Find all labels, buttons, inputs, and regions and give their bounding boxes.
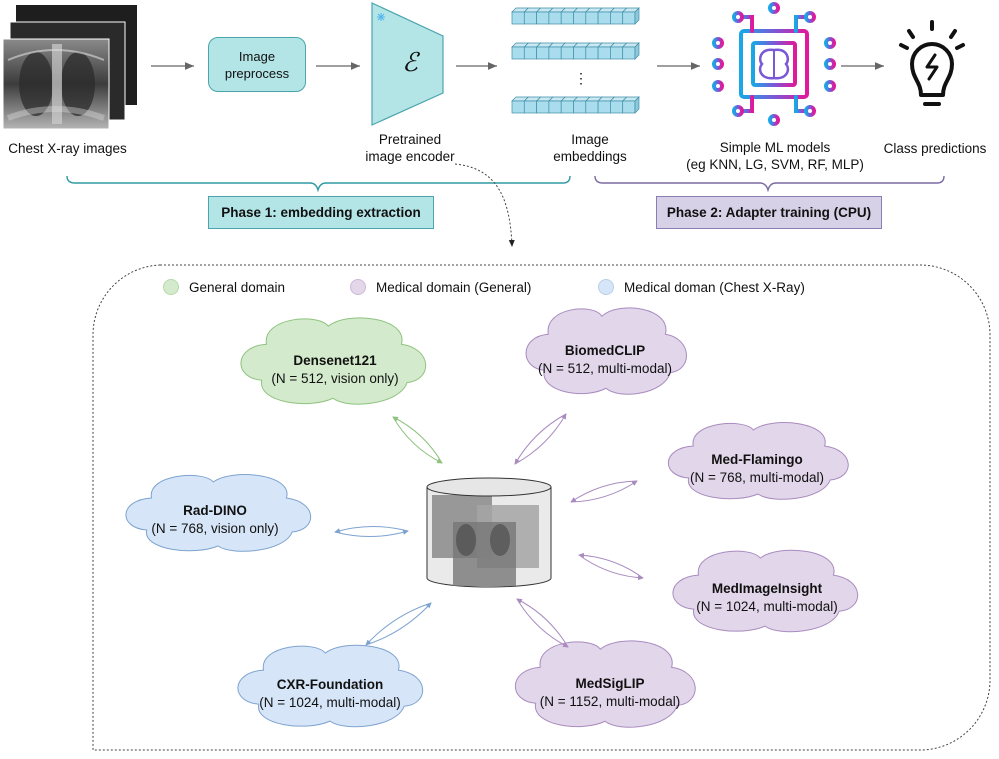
preprocess-label-1: Image bbox=[238, 48, 276, 64]
model-med-flamingo: Med-Flamingo (N = 768, multi-modal) bbox=[662, 451, 852, 487]
encoder-options-container bbox=[92, 264, 991, 751]
model-name: BiomedCLIP bbox=[564, 343, 646, 358]
arc-med-flamingo bbox=[570, 480, 638, 503]
legend-dot-icon bbox=[350, 279, 366, 295]
encoder-label-2: image encoder bbox=[365, 149, 455, 164]
xray-images-icon bbox=[2, 5, 137, 130]
arc-rad-dino bbox=[334, 526, 409, 537]
legend-dot-icon bbox=[598, 279, 614, 295]
legend-dot-icon bbox=[163, 279, 179, 295]
cloud-med-flamingo bbox=[667, 422, 849, 500]
database-icon bbox=[426, 477, 552, 588]
model-name: Med-Flamingo bbox=[711, 452, 803, 467]
model-densenet121: Densenet121 (N = 512, vision only) bbox=[240, 352, 430, 388]
model-detail: (N = 768, multi-modal) bbox=[690, 470, 824, 485]
model-name: CXR-Foundation bbox=[276, 677, 384, 692]
arc-medimageinsight bbox=[578, 552, 644, 581]
model-medsiglip: MedSigLIP (N = 1152, multi-modal) bbox=[510, 675, 710, 711]
input-label: Chest X-ray images bbox=[8, 141, 127, 156]
legend-general: General domain bbox=[163, 279, 285, 295]
cloud-biomedclip bbox=[525, 307, 687, 395]
model-detail: (N = 1024, multi-modal) bbox=[259, 695, 401, 710]
embeddings-label: Image embeddings bbox=[540, 131, 640, 165]
arc-densenet121 bbox=[392, 416, 443, 464]
ml-label-1: Simple ML models bbox=[719, 140, 831, 155]
ml-models-label: Simple ML models (eg KNN, LG, SVM, RF, M… bbox=[680, 139, 870, 173]
legend-label: Medical domain (General) bbox=[376, 279, 532, 295]
lightbulb-icon bbox=[899, 20, 965, 106]
embedding-vector bbox=[511, 42, 640, 60]
model-name: MedSigLIP bbox=[575, 676, 645, 691]
preprocess-label-2: preprocess bbox=[224, 65, 290, 81]
arc-medsiglip bbox=[516, 598, 569, 648]
embeddings-label-2: embeddings bbox=[553, 149, 627, 164]
legend-medical-cxr: Medical doman (Chest X-Ray) bbox=[598, 279, 805, 295]
model-biomedclip: BiomedCLIP (N = 512, multi-modal) bbox=[510, 342, 700, 378]
model-rad-dino: Rad-DINO (N = 768, vision only) bbox=[120, 502, 310, 538]
encoder-connector bbox=[454, 163, 515, 247]
arc-biomedclip bbox=[514, 413, 567, 465]
legend-label: Medical doman (Chest X-Ray) bbox=[624, 279, 805, 295]
model-detail: (N = 1024, multi-modal) bbox=[696, 599, 838, 614]
model-name: MedImageInsight bbox=[711, 581, 823, 596]
embeddings-ellipsis: ⋮ bbox=[574, 70, 588, 86]
model-detail: (N = 512, vision only) bbox=[271, 371, 399, 386]
ml-label-2: (eg KNN, LG, SVM, RF, MLP) bbox=[686, 157, 864, 172]
model-detail: (N = 1152, multi-modal) bbox=[539, 694, 681, 709]
model-detail: (N = 512, multi-modal) bbox=[538, 361, 672, 376]
embedding-vector bbox=[511, 7, 640, 25]
legend-label: General domain bbox=[189, 279, 286, 295]
model-detail: (N = 768, vision only) bbox=[151, 521, 279, 536]
legend-medical-general: Medical domain (General) bbox=[350, 279, 531, 295]
model-name: Densenet121 bbox=[293, 353, 377, 368]
phase1-label: Phase 1: embedding extraction bbox=[208, 196, 434, 229]
phase1-brace bbox=[66, 175, 571, 193]
model-name: Rad-DINO bbox=[183, 503, 247, 518]
embeddings-label-1: Image bbox=[571, 132, 609, 147]
phase2-brace bbox=[594, 175, 945, 193]
prediction-label: Class predictions bbox=[883, 141, 987, 156]
phase2-label: Phase 2: Adapter training (CPU) bbox=[656, 196, 882, 229]
encoder-label-1: Pretrained bbox=[378, 132, 442, 147]
snowflake-icon bbox=[377, 13, 385, 21]
cloud-densenet121 bbox=[240, 317, 427, 405]
encoder-symbol: ℰ bbox=[402, 48, 418, 78]
arc-cxr-foundation bbox=[365, 602, 432, 646]
model-cxr-foundation: CXR-Foundation (N = 1024, multi-modal) bbox=[230, 676, 430, 712]
cloud-cxr-foundation bbox=[237, 644, 424, 728]
model-medimageinsight: MedImageInsight (N = 1024, multi-modal) bbox=[667, 580, 867, 616]
encoder-label: Pretrained image encoder bbox=[350, 131, 470, 165]
encoder-shape bbox=[371, 2, 444, 126]
cloud-rad-dino bbox=[125, 474, 312, 552]
embedding-vectors bbox=[511, 7, 640, 114]
ml-chip-icon bbox=[712, 2, 836, 126]
embedding-vector bbox=[511, 96, 640, 114]
cloud-medsiglip bbox=[514, 640, 696, 728]
cloud-medimageinsight bbox=[672, 549, 859, 633]
